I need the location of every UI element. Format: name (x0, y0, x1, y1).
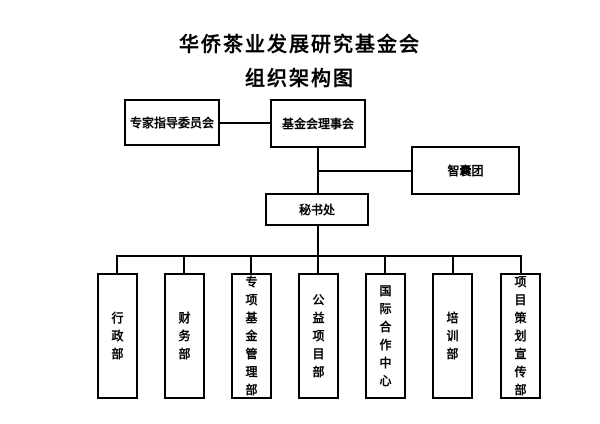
connector-secretariat-bus (317, 224, 319, 256)
department-label: 专项基金管理部 (245, 275, 258, 397)
think-tank-label: 智囊团 (447, 164, 484, 178)
board-label: 基金会理事会 (281, 117, 354, 131)
connector-dept-2 (183, 255, 185, 275)
department-label: 项目策划宣传部 (514, 275, 527, 397)
department-label: 财务部 (178, 311, 191, 361)
department-label: 公益项目部 (312, 293, 325, 379)
department-label: 国际合作中心 (379, 284, 392, 388)
secretariat-box: 秘书处 (265, 193, 369, 226)
think-tank-box: 智囊团 (411, 146, 520, 195)
board-box: 基金会理事会 (270, 99, 366, 148)
connector-dept-3 (250, 255, 252, 275)
expert-committee-box: 专家指导委员会 (124, 99, 220, 146)
department-bus (116, 255, 522, 257)
department-box-1: 行政部 (97, 273, 138, 399)
department-box-5: 国际合作中心 (365, 273, 406, 399)
department-box-4: 公益项目部 (298, 273, 339, 399)
department-box-3: 专项基金管理部 (231, 273, 272, 399)
connector-dept-6 (452, 255, 454, 275)
department-label: 培训部 (446, 311, 459, 361)
department-box-6: 培训部 (432, 273, 473, 399)
chart-subtitle: 组织架构图 (245, 66, 355, 90)
connector-think-tank (318, 170, 412, 172)
connector-dept-7 (520, 255, 522, 275)
secretariat-label: 秘书处 (298, 203, 335, 217)
connector-expert-board (218, 122, 270, 124)
connector-dept-1 (116, 255, 118, 275)
chart-title: 华侨茶业发展研究基金会 (179, 32, 421, 56)
expert-committee-label: 专家指导委员会 (129, 116, 214, 130)
department-label: 行政部 (111, 311, 124, 361)
department-box-2: 财务部 (164, 273, 205, 399)
department-box-7: 项目策划宣传部 (500, 273, 541, 399)
connector-dept-4 (317, 255, 319, 275)
connector-dept-5 (384, 255, 386, 275)
